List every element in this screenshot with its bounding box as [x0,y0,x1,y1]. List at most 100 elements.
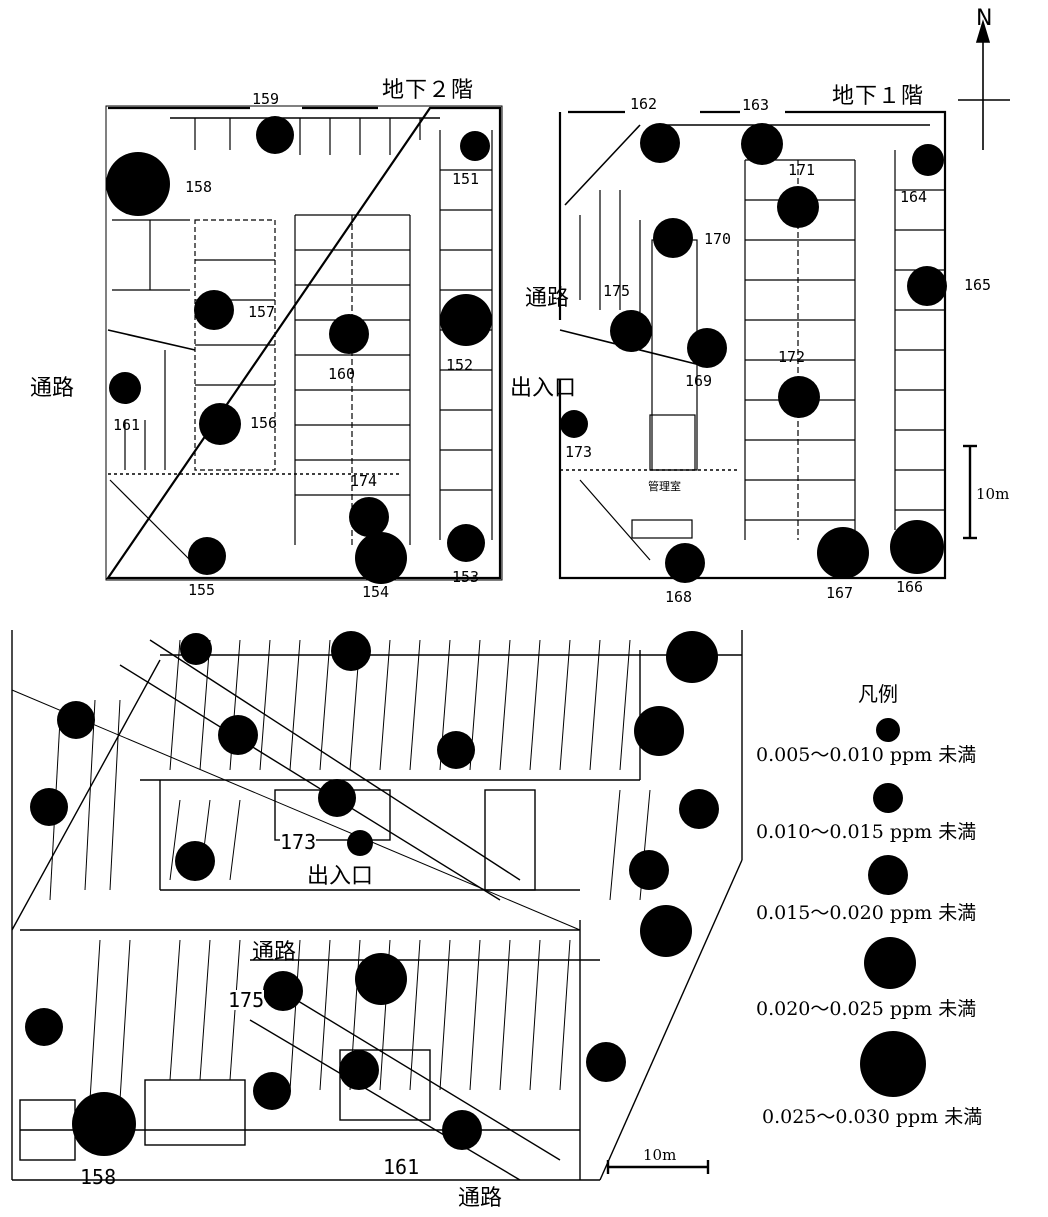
p-marker [331,631,371,671]
marker-166 [890,520,944,574]
p-marker [640,905,692,957]
legend-swatch-1 [876,718,900,742]
label-173: 173 [565,443,593,461]
b2-floor-plan [105,105,503,581]
b1-entrance-label: 出入口 [510,376,577,401]
marker-154 [355,532,407,584]
p-marker [72,1092,136,1156]
label-164: 164 [900,188,928,206]
label-154: 154 [362,583,390,601]
b2-road-label: 通路 [30,376,75,401]
label-172: 172 [778,348,806,366]
p-marker [679,789,719,829]
p-marker [339,1050,379,1090]
label-161: 161 [113,416,141,434]
marker-171 [777,186,819,228]
marker-152 [440,294,492,346]
marker-162 [640,123,680,163]
legend-label-4: 0.020～0.025 ppm 未満 [756,998,977,1020]
marker-155 [188,537,226,575]
label-151: 151 [452,170,480,188]
p-marker [25,1008,63,1046]
label-162: 162 [630,95,658,113]
label-169: 169 [685,372,713,390]
marker-175 [610,310,652,352]
p-marker [666,631,718,683]
p-road-label-mid: 通路 [252,940,297,965]
label-175: 175 [603,282,631,300]
p-entrance-label: 出入口 [307,864,374,889]
b1-office-label: 管理室 [648,480,681,493]
p-marker [175,841,215,881]
p-label-158: 158 [80,1165,117,1189]
legend-title: 凡例 [858,682,898,706]
p-marker [347,830,373,856]
p-marker [263,971,303,1011]
marker-170 [653,218,693,258]
p-marker [634,706,684,756]
p-marker [253,1072,291,1110]
label-174: 174 [350,472,378,490]
p-marker [318,779,356,817]
north-label: N [976,6,993,31]
marker-174 [349,497,389,537]
marker-163 [741,123,783,165]
p-marker [180,633,212,665]
label-156: 156 [250,414,278,432]
p-label-161: 161 [383,1155,420,1179]
label-165: 165 [964,276,992,294]
label-152: 152 [446,356,474,374]
label-163: 163 [742,96,770,114]
label-167: 167 [826,584,854,602]
legend-label-2: 0.010～0.015 ppm 未満 [756,821,977,843]
b1-road-label: 通路 [525,286,570,311]
p-road-label-bottom: 通路 [458,1186,503,1211]
label-160: 160 [328,365,356,383]
legend-label-3: 0.015～0.020 ppm 未満 [756,902,977,924]
label-168: 168 [665,588,693,606]
label-171: 171 [788,161,816,179]
label-170: 170 [704,230,732,248]
p-marker [355,953,407,1005]
label-166: 166 [896,578,924,596]
p-marker [442,1110,482,1150]
p-marker [57,701,95,739]
p-marker [437,731,475,769]
marker-172 [778,376,820,418]
marker-160 [329,314,369,354]
legend-swatch-4 [864,937,916,989]
north-arrow [958,19,1010,150]
p-label-173: 173 [280,830,317,854]
marker-153 [447,524,485,562]
p-label-175: 175 [228,988,265,1012]
legend-label-5: 0.025～0.030 ppm 未満 [762,1106,983,1128]
label-155: 155 [188,581,216,599]
b1-title: 地下１階 [832,84,925,109]
marker-173 [560,410,588,438]
p-scale-label: 10m [643,1146,677,1164]
p-marker [218,715,258,755]
scale-label: 10m [976,485,1010,503]
marker-151 [460,131,490,161]
marker-167 [817,527,869,579]
marker-161 [109,372,141,404]
label-153: 153 [452,568,480,586]
marker-165 [907,266,947,306]
marker-159 [256,116,294,154]
label-159: 159 [252,90,280,108]
marker-164 [912,144,944,176]
legend-swatch-2 [873,783,903,813]
p-marker [30,788,68,826]
legend-swatch-3 [868,855,908,895]
marker-169 [687,328,727,368]
label-158: 158 [185,178,213,196]
legend-label-1: 0.005～0.010 ppm 未満 [756,744,977,766]
p-marker [629,850,669,890]
marker-158 [106,152,170,216]
b2-title: 地下２階 [382,78,475,103]
b1-floor-plan [558,110,977,580]
legend-swatch-5 [860,1031,926,1097]
marker-157 [194,290,234,330]
scale-bar [963,444,977,540]
marker-156 [199,403,241,445]
